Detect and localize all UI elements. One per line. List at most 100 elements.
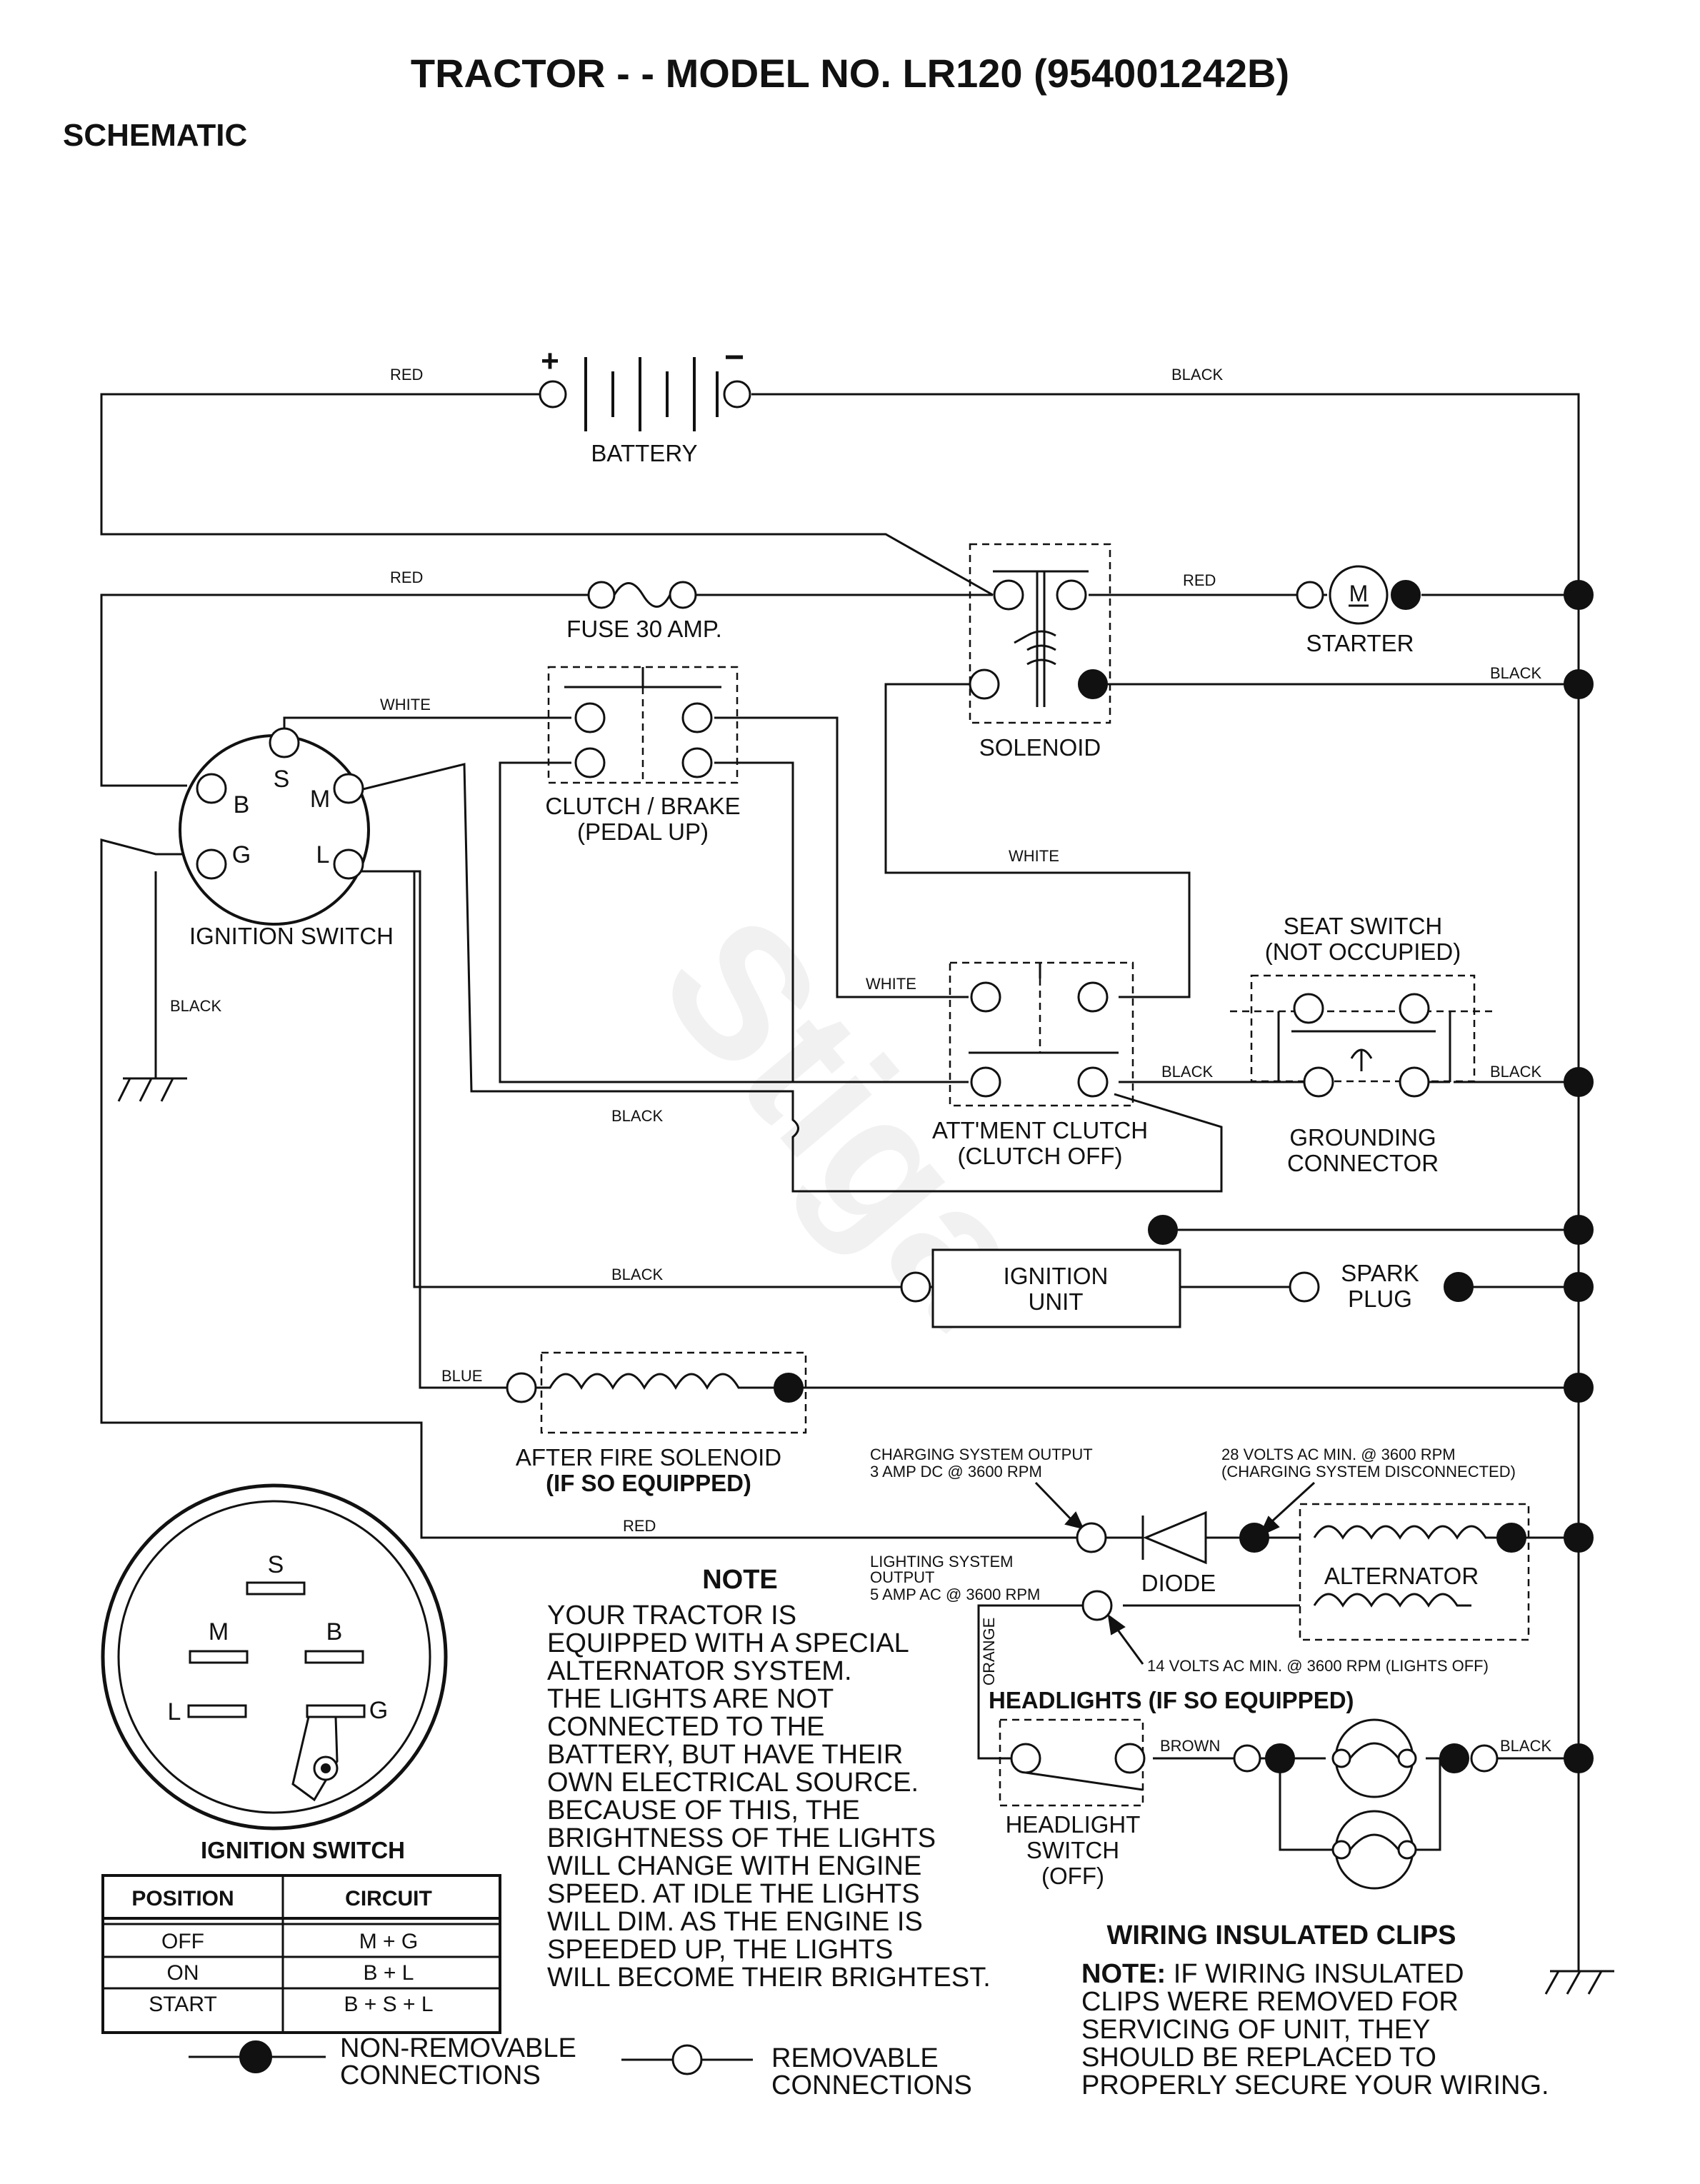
note-body: YOUR TRACTOR IS EQUIPPED WITH A SPECIAL … [547,1601,991,1993]
clips-line-1: NOTE: IF WIRING INSULATED [1081,1959,1464,1989]
legend-removable-sub: CONNECTIONS [771,2070,972,2100]
diode-label: DIODE [1141,1570,1216,1596]
volts-14: 14 VOLTS AC MIN. @ 3600 RPM (LIGHTS OFF) [1147,1657,1489,1675]
ignition-unit-label: IGNITION [1004,1263,1109,1289]
page-title: TRACTOR - - MODEL NO. LR120 (954001242B) [411,51,1289,96]
wire-label-red-battery: RED [390,366,423,384]
note-line: WILL CHANGE WITH ENGINE [547,1851,921,1881]
wire-label-white-relay: WHITE [1009,847,1059,865]
ign-detail-pin-l: L [168,1698,181,1725]
alternator-symbol [1299,1503,1530,1641]
starter-motor-letter: M [1349,581,1369,606]
spark-plug-label: SPARK [1341,1260,1419,1286]
clips-line-text: IF WIRING INSULATED [1166,1959,1464,1989]
clips-line: PROPERLY SECURE YOUR WIRING. [1081,2070,1549,2100]
wire-label-red-fuse: RED [390,568,423,586]
ign-detail-pin-m: M [209,1618,229,1645]
clutch-brake-switch [547,666,739,784]
fuse-label: FUSE 30 AMP. [566,616,722,642]
wire-label-black-seat-right: BLACK [1490,1063,1541,1081]
headlight-switch-sub: SWITCH [1026,1837,1119,1863]
lighting-output-line3: 5 AMP AC @ 3600 RPM [870,1586,1040,1603]
headlight-switch-label: HEADLIGHT [1006,1811,1141,1838]
ign-pin-l: L [316,841,330,868]
note-line: WILL BECOME THEIR BRIGHTEST. [547,1963,991,1993]
wire-label-white-s: WHITE [380,696,431,713]
lighting-output-terminal [1081,1590,1113,1621]
clips-line: SERVICING OF UNIT, THEY [1081,2015,1430,2045]
grounding-connector-label: GROUNDING [1289,1124,1436,1151]
clips-heading: WIRING INSULATED CLIPS [1106,1920,1456,1950]
wire-label-black-battery: BLACK [1171,366,1223,384]
bus-junctions [1564,580,1594,1773]
ignition-table-title: IGNITION SWITCH [201,1837,405,1863]
ignition-unit-box [900,1215,1181,1328]
charging-output-line1: CHARGING SYSTEM OUTPUT [870,1446,1093,1463]
seat-switch-label: SEAT SWITCH [1284,913,1442,939]
wire-label-brown: BROWN [1160,1737,1220,1755]
note-line: BECAUSE OF THIS, THE [547,1795,860,1825]
ign-pin-m: M [310,786,330,813]
starter-label: STARTER [1306,630,1414,656]
ign-pin-s: S [274,766,290,793]
note-line: BATTERY, BUT HAVE THEIR [547,1740,903,1770]
ign-table-row-off-circ: M + G [359,1930,419,1953]
ign-detail-pin-s: S [268,1551,284,1578]
grounding-connector-sub: CONNECTOR [1287,1150,1439,1176]
headlights-title: HEADLIGHTS (IF SO EQUIPPED) [989,1687,1354,1713]
ign-pin-g: G [232,841,251,868]
ignition-switch-symbol [179,727,370,926]
note-line: OWN ELECTRICAL SOURCE. [547,1768,919,1798]
legend-non-removable-sub: CONNECTIONS [340,2060,541,2090]
note-line: THE LIGHTS ARE NOT [547,1684,834,1714]
seat-switch-sub: (NOT OCCUPIED) [1265,938,1461,965]
attment-clutch-switch [949,961,1134,1107]
wire-label-blue: BLUE [441,1367,482,1385]
note-line: BRIGHTNESS OF THE LIGHTS [547,1823,936,1853]
wire-label-black-att: BLACK [611,1107,663,1125]
ignition-unit-sub: UNIT [1029,1288,1084,1315]
ign-detail-pin-b: B [326,1618,343,1645]
clips-line: SHOULD BE REPLACED TO [1081,2043,1436,2073]
after-fire-solenoid [506,1351,807,1434]
starter-symbol [1296,565,1421,625]
legend-non-removable-symbol [189,2040,326,2073]
legend-non-removable-label: NON-REMOVABLE [340,2033,576,2063]
battery-label: BATTERY [591,440,697,466]
ign-table-row-on-pos: ON [167,1961,199,1985]
note-heading: NOTE [702,1565,778,1595]
volts-28-line1: 28 VOLTS AC MIN. @ 3600 RPM [1221,1446,1456,1463]
note-line: SPEEDED UP, THE LIGHTS [547,1935,893,1965]
wire-label-black-ground: BLACK [170,997,221,1015]
ign-table-header-position: POSITION [131,1887,234,1910]
diode-symbol [1076,1511,1269,1565]
ign-table-row-start-circ: B + S + L [344,1993,433,2016]
ign-table-header-circuit: CIRCUIT [345,1887,432,1910]
wire-label-orange: ORANGE [980,1618,998,1685]
note-line: EQUIPPED WITH A SPECIAL [547,1628,909,1658]
after-fire-equipped: (IF SO EQUIPPED) [546,1470,751,1496]
battery-minus-sign: − [724,339,744,376]
clips-body: NOTE: IF WIRING INSULATED CLIPS WERE REM… [1081,1959,1549,2100]
wire-label-black-att-right: BLACK [1161,1063,1213,1081]
wire-label-black-solenoid: BLACK [1490,664,1541,682]
charging-output-line2: 3 AMP DC @ 3600 RPM [870,1463,1042,1481]
note-line: SPEED. AT IDLE THE LIGHTS [547,1879,920,1909]
note-line: YOUR TRACTOR IS [547,1601,796,1631]
headlight-switch [999,1718,1146,1807]
ign-table-row-start-pos: START [149,1993,217,2016]
volts-28-line2: (CHARGING SYSTEM DISCONNECTED) [1221,1463,1516,1481]
section-title: SCHEMATIC [63,118,247,153]
ignition-switch-label: IGNITION SWITCH [189,923,394,949]
clips-line: CLIPS WERE REMOVED FOR [1081,1987,1459,2017]
legend-removable-symbol [621,2044,753,2075]
solenoid-symbol [969,543,1111,724]
wire-label-red-long: RED [623,1517,656,1535]
battery-plus-sign: + [541,344,559,379]
attment-clutch-sub: (CLUTCH OFF) [958,1143,1123,1169]
ignition-table [101,1874,501,2034]
note-line: WILL DIM. AS THE ENGINE IS [547,1907,923,1937]
wire-label-red-starter: RED [1183,571,1216,589]
ign-pin-b: B [234,791,250,818]
clutch-brake-label: CLUTCH / BRAKE [545,793,740,819]
